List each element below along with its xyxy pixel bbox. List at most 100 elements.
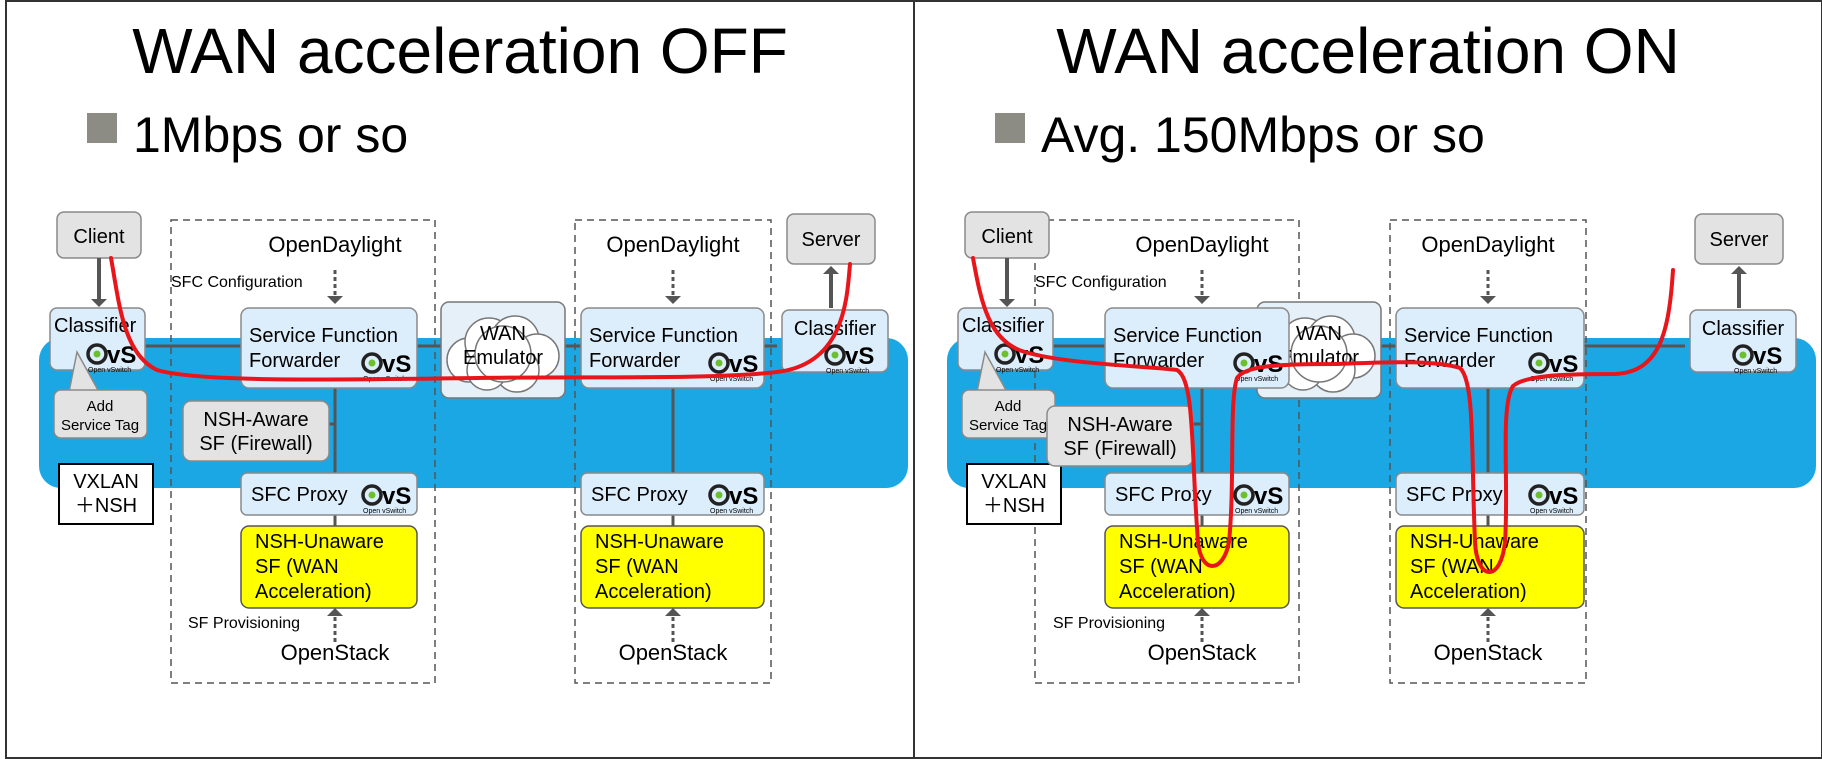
vxlan-nsh-label: ＋NSH (75, 495, 137, 517)
ovs-sublabel: Open vSwitch (710, 376, 753, 383)
ovs-letters: vS (845, 343, 874, 370)
ovs-dot (93, 350, 101, 358)
sff-label: Forwarder (1404, 350, 1495, 372)
nsh-aware-firewall-label: NSH-Aware (1067, 414, 1172, 436)
nsh-unaware-sf-label: SF (WAN (595, 556, 679, 578)
sfc-configuration-arrow-head (1480, 296, 1496, 304)
sff-label: Forwarder (589, 350, 680, 372)
ovs-ring (708, 484, 730, 506)
ovs-ring (361, 352, 383, 374)
classifier-left-box (49, 307, 146, 371)
opendaylight-label: OpenDaylight (268, 232, 401, 257)
ovs-dot (368, 491, 376, 499)
traffic-route-path (109, 256, 852, 382)
ovs-dot (715, 491, 723, 499)
nsh-unaware-sf-label: NSH-Unaware (1119, 531, 1248, 553)
opendaylight-label: OpenDaylight (1421, 232, 1554, 257)
cloud-puff (1290, 325, 1348, 383)
client-label: Client (73, 226, 125, 248)
sf-provisioning-arrow-head (1194, 608, 1210, 616)
ovs-dot (1535, 359, 1543, 367)
ovs-letters: vS (1549, 483, 1578, 510)
traffic-route-path (971, 256, 1675, 574)
sfc-configuration-label: SFC Configuration (171, 274, 303, 291)
ovs-dot (1739, 351, 1747, 359)
ovs-ring (1233, 484, 1255, 506)
classifier-right-box (781, 309, 889, 373)
server-box (1694, 213, 1784, 265)
ovs-ring (86, 343, 108, 365)
sfc-configuration-arrow-head (665, 296, 681, 304)
nsh-unaware-sf-label: Acceleration) (255, 581, 372, 603)
sfc-configuration-label: SFC Configuration (1035, 274, 1167, 291)
bullet-square-icon (995, 113, 1025, 143)
sfc-domain-frame (574, 219, 772, 684)
ovs-letters: vS (382, 483, 411, 510)
ovs-sublabel: Open vSwitch (1235, 508, 1278, 515)
nsh-aware-firewall-label: NSH-Aware (203, 409, 308, 431)
sf-provisioning-arrow-head (665, 608, 681, 616)
vxlan-nsh-label: VXLAN (73, 471, 139, 493)
vxlan-nsh-box (58, 463, 154, 525)
panel-title: WAN acceleration OFF (132, 15, 788, 87)
sf-provisioning-label: SF Provisioning (1053, 615, 1165, 632)
sf-provisioning-arrow-head (1480, 608, 1496, 616)
add-service-tag-label: Add (995, 398, 1022, 415)
ovs-sublabel: Open vSwitch (1734, 368, 1777, 375)
ovs-ring (1528, 484, 1550, 506)
nsh-unaware-sf-label: SF (WAN (1410, 556, 1494, 578)
cloud-icon (446, 315, 560, 393)
ovs-sublabel: Open vSwitch (363, 508, 406, 515)
sfc-proxy-label: SFC Proxy (591, 484, 688, 506)
add-service-tag-label: Service Tag (969, 417, 1047, 434)
openstack-label: OpenStack (281, 640, 391, 665)
sfc-domain-frame (1034, 219, 1300, 684)
ovs-sublabel: Open vSwitch (1235, 376, 1278, 383)
nsh-unaware-sf-box (1395, 525, 1585, 609)
ovs-sublabel: Open vSwitch (826, 368, 869, 375)
add-service-tag-box (53, 389, 148, 439)
sf-provisioning-arrow-head (327, 608, 343, 616)
bullet-square-icon (87, 113, 117, 143)
opendaylight-label: OpenDaylight (1135, 232, 1268, 257)
ovs-ring (824, 344, 846, 366)
sfc-proxy-label: SFC Proxy (1406, 484, 1503, 506)
classifier-left-label: Classifier (54, 315, 137, 337)
wan-emulator-label: WAN (1296, 323, 1342, 345)
sff-label: Service Function (1404, 325, 1553, 347)
nsh-unaware-sf-label: Acceleration) (595, 581, 712, 603)
sff-box (580, 307, 765, 389)
server-arrow-head (823, 266, 839, 274)
sff-label: Service Function (1113, 325, 1262, 347)
nsh-unaware-sf-label: SF (WAN (255, 556, 339, 578)
nsh-aware-firewall-box (182, 400, 330, 462)
classifier-right-label: Classifier (1702, 318, 1785, 340)
wan-emulator-label: Emulator (463, 347, 543, 369)
sf-provisioning-label: SF Provisioning (188, 615, 300, 632)
bullet-text: Avg. 150Mbps or so (1041, 107, 1485, 163)
openstack-label: OpenStack (1148, 640, 1258, 665)
sff-label: Service Function (249, 325, 398, 347)
nsh-unaware-sf-label: Acceleration) (1119, 581, 1236, 603)
openstack-label: OpenStack (1434, 640, 1544, 665)
nsh-unaware-sf-label: NSH-Unaware (255, 531, 384, 553)
ovs-letters: vS (1254, 483, 1283, 510)
nsh-unaware-sf-label: Acceleration) (1410, 581, 1527, 603)
panel-title: WAN acceleration ON (1056, 15, 1680, 87)
client-arrow-head (999, 299, 1015, 307)
ovs-sublabel: Open vSwitch (710, 508, 753, 515)
nsh-aware-firewall-label: SF (Firewall) (199, 433, 312, 455)
panel-acceleration-on: WAN acceleration ON Avg. 150Mbps or so C… (913, 0, 1822, 759)
nsh-unaware-sf-box (580, 525, 765, 609)
sfc-domain-frame (1389, 219, 1587, 684)
sfc-proxy-label: SFC Proxy (1115, 484, 1212, 506)
nsh-unaware-sf-box (240, 525, 418, 609)
openstack-label: OpenStack (619, 640, 729, 665)
sfc-proxy-label: SFC Proxy (251, 484, 348, 506)
ovs-dot (1240, 491, 1248, 499)
classifier-right-box (1689, 309, 1797, 373)
